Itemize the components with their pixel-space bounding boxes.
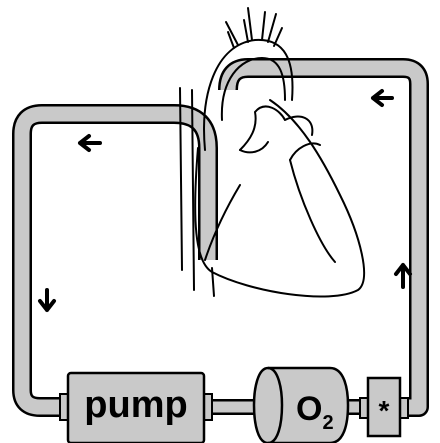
filter-unit: * — [359, 376, 409, 438]
oxygenator-body — [252, 366, 350, 443]
filter-label: * — [379, 395, 390, 426]
filter-body — [366, 376, 402, 438]
heart-drawing — [179, 7, 366, 298]
left-arrow-icon — [78, 134, 102, 152]
up-arrow-icon — [394, 263, 412, 289]
down-arrow-icon — [38, 288, 56, 312]
pump-body — [66, 371, 206, 443]
pump-unit: pump — [59, 371, 213, 443]
left-arrow-icon — [371, 89, 394, 107]
venous-tube — [14, 106, 216, 415]
tubing — [12, 58, 429, 417]
oxygenator-unit: O2 — [252, 366, 350, 443]
oxygenator-label: O2 — [296, 390, 334, 434]
arterial-tube-outline — [218, 58, 429, 417]
oxygenator-cap — [267, 366, 284, 443]
arterial-tube — [220, 60, 427, 415]
pump-label: pump — [84, 384, 187, 426]
